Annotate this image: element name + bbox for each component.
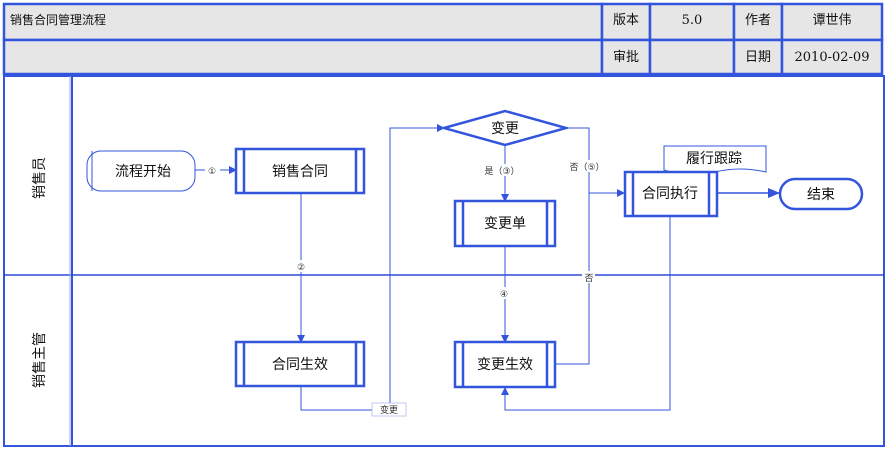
author-value: 谭世伟	[812, 13, 851, 28]
sales-contract-label: 销售合同	[272, 164, 328, 180]
label-c4: ④	[500, 290, 508, 300]
change-effective-label: 变更生效	[477, 357, 533, 373]
label-c2: ②	[297, 263, 305, 273]
label-change-loop: 变更	[380, 404, 398, 416]
lane-label-sales: 销售员	[32, 157, 48, 199]
label-c1: ①	[208, 167, 216, 177]
contract-effective-label: 合同生效	[272, 357, 328, 373]
lane-label-supervisor: 销售主管	[32, 332, 48, 388]
start-node: 流程开始	[86, 150, 196, 192]
label-yes3: 是（③）	[484, 166, 519, 177]
author-label: 作者	[745, 13, 771, 28]
change-form-label: 变更单	[484, 216, 526, 232]
sales-contract-node: 销售合同	[234, 147, 366, 195]
connector-labels: ① ② ④ 是（③） 否（⑤） 否 变更	[205, 160, 608, 417]
tracking-label: 履行跟踪	[686, 151, 742, 167]
arrow-exec-return	[501, 216, 671, 411]
arrow-change-effective-to-exec	[555, 193, 590, 365]
change-decision-label: 变更	[491, 121, 519, 137]
contract-effective-node: 合同生效	[234, 340, 366, 388]
change-decision-node: 变更	[439, 109, 571, 147]
start-label: 流程开始	[115, 164, 171, 180]
label-no: 否	[584, 273, 593, 284]
change-form-node: 变更单	[453, 199, 557, 248]
version-label: 版本	[613, 13, 639, 28]
end-node: 结束	[778, 177, 864, 211]
version-value: 5.0	[682, 13, 703, 28]
approve-label: 审批	[613, 50, 639, 65]
date-value: 2010-02-09	[795, 50, 870, 65]
date-label: 日期	[745, 50, 771, 65]
contract-exec-label: 合同执行	[642, 186, 698, 202]
process-title: 销售合同管理流程	[10, 12, 106, 27]
end-label: 结束	[807, 187, 835, 203]
label-no5: 否（⑤）	[569, 162, 604, 173]
swimlanes: 销售员 销售主管	[3, 75, 885, 447]
header-table: 销售合同管理流程 版本 5.0 作者 谭世伟 审批 日期 2010-02-09	[2, 2, 884, 76]
change-effective-node: 变更生效	[453, 340, 557, 389]
contract-exec-node: 合同执行	[623, 170, 719, 218]
